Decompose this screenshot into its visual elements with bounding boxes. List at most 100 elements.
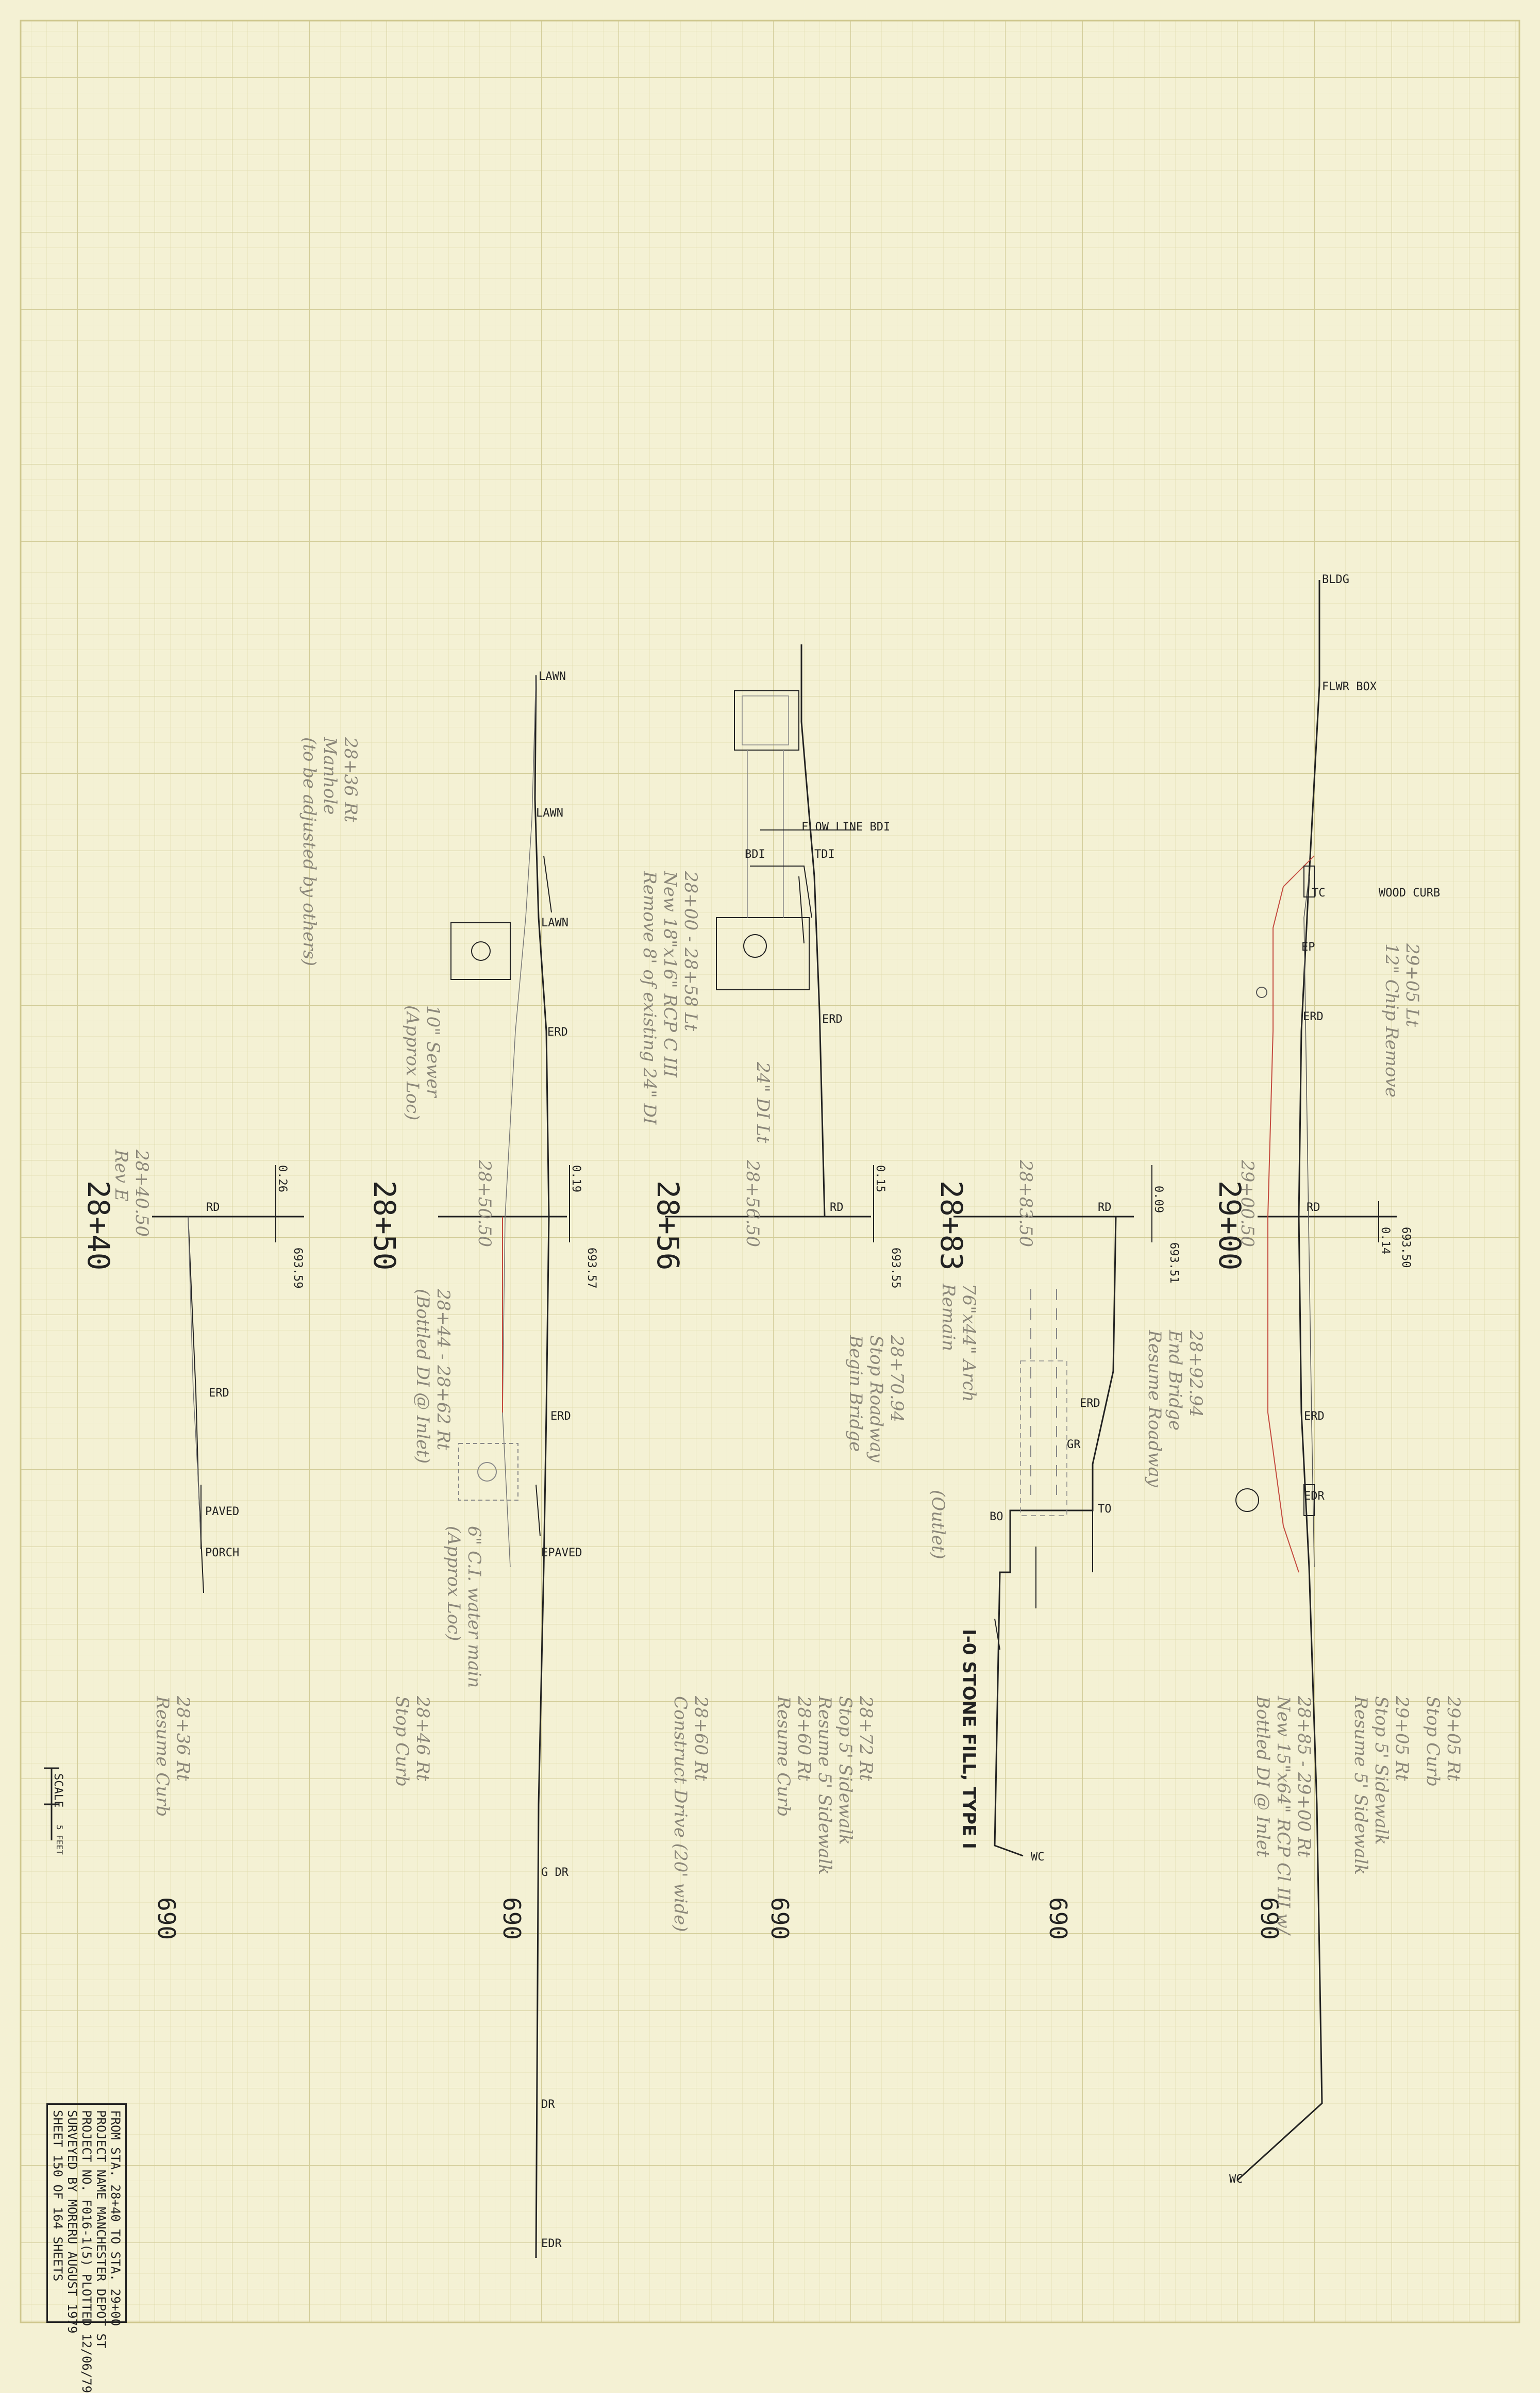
note-new-rcp: New 18"x16" RCP C III: [660, 871, 680, 1077]
label-flwr-box: FLWR BOX: [1322, 680, 1377, 693]
title-block: FROM STA. 28+40 TO STA. 29+00 PROJECT NA…: [46, 2103, 127, 2393]
label-wc: WC: [1229, 2173, 1243, 2186]
label-to: TO: [1098, 1503, 1112, 1516]
note-outlet: (Outlet): [928, 1490, 948, 1559]
label-flow-line-bdi: FLOW LINE BDI: [801, 821, 891, 834]
rd-elev-28-50: 693.57: [585, 1248, 598, 1289]
label-erd: ERD: [1304, 1410, 1325, 1423]
label-porch: PORCH: [205, 1547, 240, 1559]
grid-paper: [20, 20, 1520, 2323]
note-stop-sidewalk: Stop 5' Sidewalk: [835, 1696, 856, 1845]
section-29-00: [1235, 580, 1397, 2182]
rd-elev-29-00: 693.50: [1399, 1227, 1412, 1268]
label-erd: ERD: [547, 1026, 568, 1039]
label-lawn: LAWN: [539, 670, 566, 683]
label-paved: PAVED: [205, 1505, 240, 1518]
section-28-50: [438, 675, 570, 2258]
label-rd: RD: [1098, 1201, 1112, 1214]
label-rd: RD: [830, 1201, 844, 1214]
title-from-to: FROM STA. 28+40 TO STA. 29+00: [108, 2110, 123, 2326]
label-erd: ERD: [822, 1013, 843, 1026]
note-chip-remove: 12" Chip Remove: [1381, 943, 1402, 1098]
grade-label-690: 690: [153, 1897, 180, 1940]
scale-unit: 5 FEET: [55, 1825, 64, 1855]
note-remove-di: Remove 8' of existing 24" DI: [639, 871, 660, 1125]
label-wood-curb: WOOD CURB: [1379, 887, 1441, 900]
label-bo: BO: [990, 1510, 1003, 1523]
note-end-bridge-station: 28+92.94: [1185, 1330, 1206, 1418]
label-bldg: BLDG: [1322, 573, 1349, 586]
label-erd: ERD: [1303, 1010, 1324, 1023]
note-arch: 76"x44" Arch: [959, 1284, 979, 1402]
label-erd: ERD: [550, 1410, 571, 1423]
note-manhole-station: 28+36 Rt: [340, 737, 361, 823]
label-dr: DR: [541, 2098, 555, 2111]
note-stop-curb: Stop Curb: [1422, 1696, 1443, 1787]
rd-offset-28-83: 0.09: [1152, 1186, 1165, 1213]
label-wc: WC: [1031, 1851, 1045, 1864]
note-rev: Rev E: [111, 1150, 131, 1202]
label-lawn: LAWN: [541, 917, 568, 929]
section-28-40: [152, 1165, 304, 1593]
label-gr: GR: [1067, 1438, 1081, 1451]
note-sidewalk-station: 28+72 Rt: [856, 1696, 876, 1782]
note-curb-station: 28+60 Rt: [794, 1696, 814, 1782]
note-pipe-range: 28+85 - 29+00 Rt: [1294, 1696, 1314, 1858]
label-tc: TC: [1312, 887, 1326, 900]
note-remain: Remain: [938, 1284, 959, 1352]
note-new-rcp: New 15"x64" RCP Cl III w/: [1273, 1696, 1294, 1935]
grade-label-690: 690: [1044, 1897, 1072, 1940]
note-begin-bridge: Begin Bridge: [845, 1335, 866, 1452]
cross-section-sheet: [20, 20, 1520, 2323]
station-label-28-50: 28+50: [367, 1181, 402, 1271]
rd-elev-28-40: 693.59: [291, 1248, 304, 1289]
grade-label-690: 690: [498, 1897, 526, 1940]
note-sewer: 10" Sewer: [423, 1005, 443, 1098]
label-erd: ERD: [1080, 1397, 1100, 1410]
note-end-bridge: End Bridge: [1165, 1330, 1185, 1431]
note-drive-station: 28+60 Rt: [691, 1696, 711, 1782]
rd-offset-28-40: 0.26: [276, 1165, 289, 1192]
note-stop-curb: Stop Curb: [392, 1696, 412, 1787]
title-project-name: PROJECT NAME MANCHESTER DEPOT ST: [94, 2110, 108, 2349]
label-rd: RD: [206, 1201, 220, 1214]
label-edr: EDR: [1304, 1490, 1325, 1503]
note-adjusted-by-others: (to be adjusted by others): [299, 737, 320, 967]
station-label-28-56: 28+56: [650, 1181, 685, 1271]
title-surveyed-by: SURVEYED BY MORERU AUGUST 1979: [65, 2110, 79, 2334]
rd-offset-28-56: 0.15: [874, 1165, 886, 1192]
scale-label: SCALE: [52, 1773, 64, 1808]
label-erd: ERD: [209, 1387, 229, 1400]
note-stop-roadway-station: 28+70.94: [886, 1335, 907, 1423]
section-28-83: [953, 1165, 1152, 1857]
note-resume-roadway: Resume Roadway: [1144, 1330, 1165, 1487]
note-station: 28+83.50: [1015, 1160, 1036, 1248]
note-station: 28+50.50: [474, 1160, 495, 1248]
note-resume-sidewalk: Resume 5' Sidewalk: [1350, 1696, 1371, 1875]
note-sewer-loc: (Approx Loc): [402, 1005, 423, 1121]
note-curb-station: 28+46 Rt: [412, 1696, 433, 1782]
note-stone-fill: I-0 STONE FILL, TYPE I: [959, 1629, 979, 1849]
note-water-loc: (Approx Loc): [443, 1526, 464, 1641]
note-inlet-range: 28+44 - 28+62 Rt: [433, 1289, 454, 1451]
note-bottled-inlet: (Bottled DI @ Inlet): [412, 1289, 433, 1464]
note-station: 28+40.50: [131, 1150, 152, 1237]
label-edr: EDR: [541, 2237, 562, 2250]
note-chip-station: 29+05 Lt: [1402, 943, 1422, 1027]
note-24-di: 24" DI Lt: [752, 1062, 773, 1143]
title-sheet: SHEET 150 OF 164 SHEETS: [51, 2110, 65, 2282]
title-project-no: PROJECT NO. F016-1(5) PLOTTED 12/06/79: [79, 2110, 94, 2393]
note-construct-drive: Construct Drive (20' wide): [670, 1696, 691, 1932]
note-resume-curb: Resume Curb: [773, 1696, 794, 1817]
note-sidewalk-station: 29+05 Rt: [1392, 1696, 1412, 1782]
note-stop-sidewalk: Stop 5' Sidewalk: [1371, 1696, 1392, 1845]
rd-offset-29-00: 0.14: [1379, 1227, 1392, 1254]
label-rd: RD: [1307, 1201, 1320, 1214]
note-pipe-range: 28+00 - 28+58 Lt: [680, 871, 701, 1032]
note-stop-roadway: Stop Roadway: [866, 1335, 886, 1463]
scale-bar: [44, 1767, 59, 1840]
grade-label-690: 690: [766, 1897, 794, 1940]
label-tdi: TDI: [814, 848, 835, 861]
section-28-56: [665, 644, 874, 1242]
note-station: 29+00.50: [1237, 1160, 1258, 1248]
